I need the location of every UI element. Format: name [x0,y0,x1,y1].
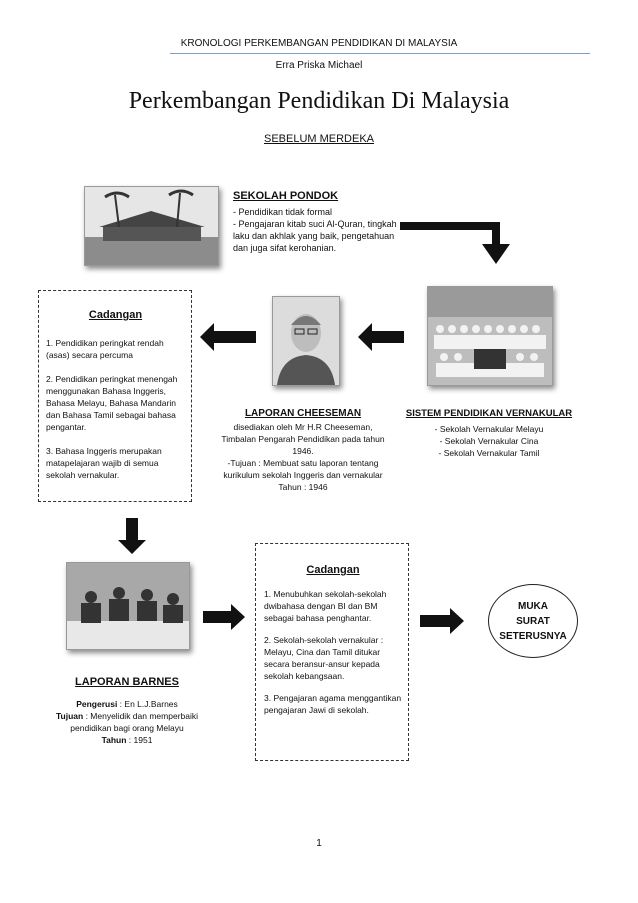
laporan-cheeseman-desc: disediakan oleh Mr H.R Cheeseman, Timbal… [221,422,385,456]
cadangan-cheeseman-heading: Cadangan [88,309,143,321]
sistem-vernakular-heading: SISTEM PENDIDIKAN VERNAKULAR [405,408,573,419]
cadangan-barnes-heading: Cadangan [306,564,360,576]
sekolah-pondok-block: SEKOLAH PONDOK - Pendidikan tidak formal… [233,190,403,254]
next-page-line2: SURAT [516,615,550,627]
sekolah-pondok-line2: - Pengajaran kitab suci Al-Quran, tingka… [233,219,397,253]
laporan-barnes-block: LAPORAN BARNES Pengerusi : En L.J.Barnes… [42,676,212,746]
section-title: SEBELUM MERDEKA [263,133,375,145]
cadangan-barnes-point3: 3. Pengajaran agama menggantikan pengaja… [264,693,402,715]
arrow-right-icon [420,608,464,634]
page-title: Perkembangan Pendidikan Di Malaysia [128,88,510,114]
laporan-barnes-photo [66,562,190,650]
sistem-vernakular-block: SISTEM PENDIDIKAN VERNAKULAR - Sekolah V… [400,408,578,459]
vernakular-item-cina: - Sekolah Vernakular Cina [439,436,539,446]
tujuan-value: : Menyelidik dan memperbaiki pendidikan … [70,711,199,733]
laporan-barnes-pengerusi: Pengerusi : En L.J.Barnes [42,698,212,710]
cadangan-barnes-point2: 2. Sekolah-sekolah vernakular : Melayu, … [264,635,384,681]
document-header-title: KRONOLOGI PERKEMBANGAN PENDIDIKAN DI MAL… [180,38,458,49]
laporan-barnes-tahun: Tahun : 1951 [42,734,212,746]
next-page-line1: MUKA [518,600,548,612]
sekolah-pondok-heading: SEKOLAH PONDOK [233,190,339,202]
arrow-left-icon [358,323,404,351]
page-number: 1 [316,838,322,849]
tahun-value: : 1951 [126,735,153,745]
cadangan-cheeseman-point1: 1. Pendidikan peringkat rendah (asas) se… [46,338,164,360]
cheeseman-portrait-photo [272,296,340,386]
next-page-line3: SETERUSNYA [499,630,567,642]
laporan-cheeseman-tujuan: -Tujuan : Membuat satu laporan tentang k… [223,458,383,480]
sekolah-pondok-photo [84,186,219,266]
cadangan-barnes-point1: 1. Menubuhkan sekolah-sekolah dwibahasa … [264,589,387,623]
cadangan-cheeseman-box: Cadangan 1. Pendidikan peringkat rendah … [38,290,192,502]
laporan-barnes-heading: LAPORAN BARNES [75,676,179,688]
laporan-barnes-tujuan: Tujuan : Menyelidik dan memperbaiki pend… [42,710,212,734]
sekolah-vernakular-photo [427,286,553,386]
arrow-bent-down-icon [400,222,510,264]
cadangan-cheeseman-point3: 3. Bahasa Inggeris merupakan matapelajar… [46,446,162,480]
pengerusi-label: Pengerusi [76,699,118,709]
sekolah-pondok-line1: - Pendidikan tidak formal [233,207,333,217]
arrow-left-icon [200,323,256,351]
arrow-right-icon [203,604,245,630]
laporan-cheeseman-block: LAPORAN CHEESEMAN disediakan oleh Mr H.R… [218,408,388,493]
cadangan-cheeseman-point2: 2. Pendidikan peringkat menengah menggun… [46,374,178,432]
laporan-cheeseman-tahun: Tahun : 1946 [278,482,328,492]
next-page-link[interactable]: MUKA SURAT SETERUSNYA [488,584,578,658]
tahun-label: Tahun [101,735,127,745]
pengerusi-value: : En L.J.Barnes [117,699,178,709]
tujuan-label: Tujuan [55,711,84,721]
header-divider [170,53,590,54]
cadangan-barnes-box: Cadangan 1. Menubuhkan sekolah-sekolah d… [255,543,409,761]
document-author: Erra Priska Michael [275,60,363,71]
vernakular-item-melayu: - Sekolah Vernakular Melayu [434,424,544,434]
vernakular-item-tamil: - Sekolah Vernakular Tamil [438,448,540,458]
arrow-down-icon [118,518,146,554]
laporan-cheeseman-heading: LAPORAN CHEESEMAN [244,408,362,419]
